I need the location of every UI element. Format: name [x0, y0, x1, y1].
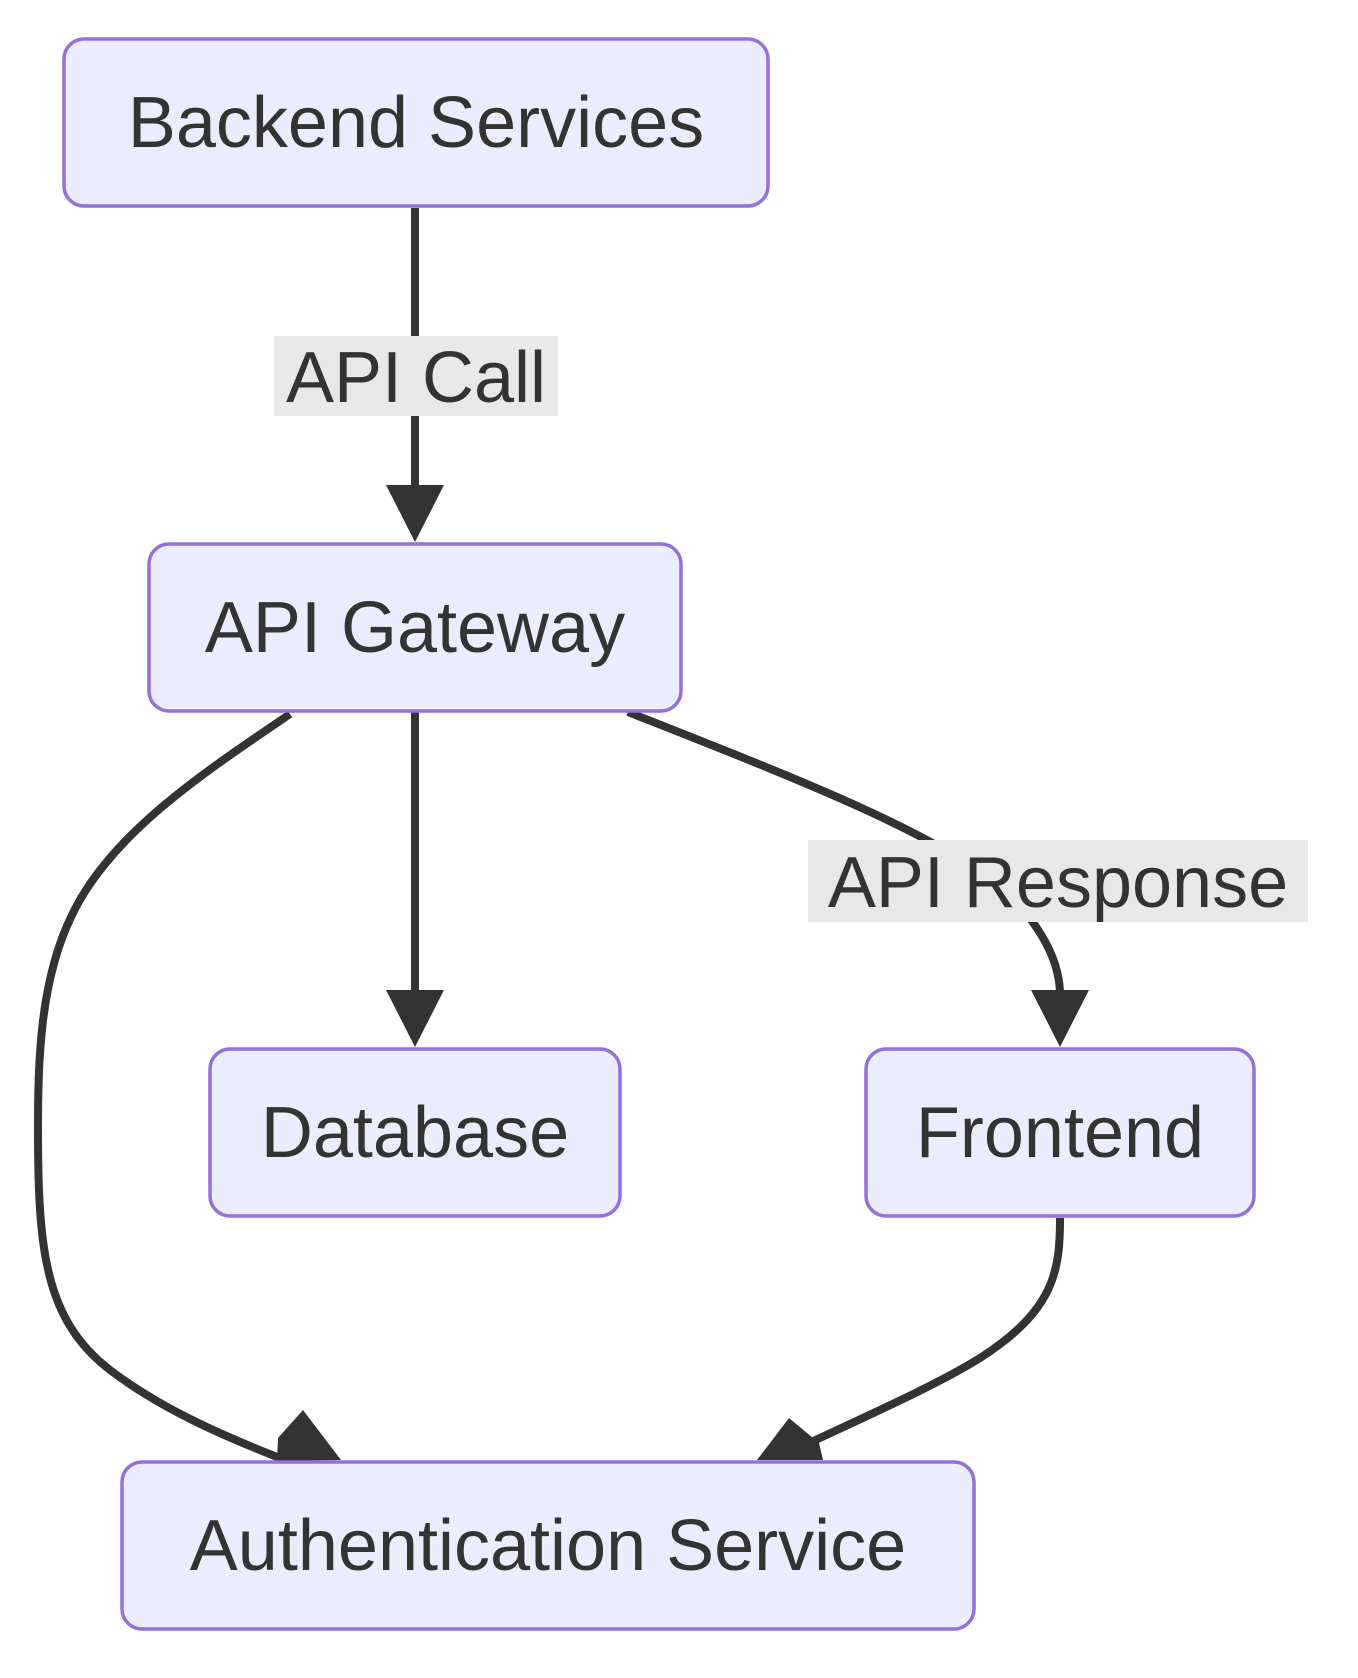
edge-label-background	[274, 336, 558, 416]
edge-label-text: API Call	[286, 338, 546, 418]
node-box	[120, 1460, 976, 1631]
edge-label-api-response: API Response	[808, 840, 1308, 923]
nodes: Backend Services API Gateway Database Fr…	[62, 37, 1256, 1631]
node-box	[208, 1047, 622, 1218]
node-label: Database	[261, 1093, 569, 1173]
node-label: API Gateway	[205, 588, 625, 668]
edge-label-text: API Response	[828, 843, 1288, 923]
node-box	[864, 1047, 1256, 1218]
node-api-gateway[interactable]: API Gateway	[147, 542, 683, 713]
node-label: Frontend	[916, 1093, 1204, 1173]
edge-line	[33, 710, 293, 1466]
edges	[33, 208, 1089, 1466]
node-frontend[interactable]: Frontend	[864, 1047, 1256, 1218]
arrowhead	[277, 1410, 341, 1461]
node-label: Authentication Service	[190, 1506, 906, 1586]
node-backend-services[interactable]: Backend Services	[62, 37, 770, 208]
arrowhead	[757, 1418, 823, 1460]
edge-labels: API Call API Response	[274, 336, 1308, 923]
node-label: Backend Services	[128, 83, 704, 163]
arrowhead	[1031, 990, 1089, 1047]
arrowhead	[386, 990, 444, 1047]
node-authentication-service[interactable]: Authentication Service	[120, 1460, 976, 1631]
edge-line	[803, 1217, 1064, 1449]
arrowhead	[386, 485, 444, 542]
edge-label-background	[808, 840, 1308, 922]
edge-label-api-call: API Call	[274, 336, 558, 418]
edge-frontend-to-auth	[757, 1217, 1064, 1460]
node-box	[147, 542, 683, 713]
edge-gateway-to-auth	[33, 710, 341, 1466]
node-database[interactable]: Database	[208, 1047, 622, 1218]
edge-gateway-to-database	[386, 712, 444, 1047]
node-box	[62, 37, 770, 208]
